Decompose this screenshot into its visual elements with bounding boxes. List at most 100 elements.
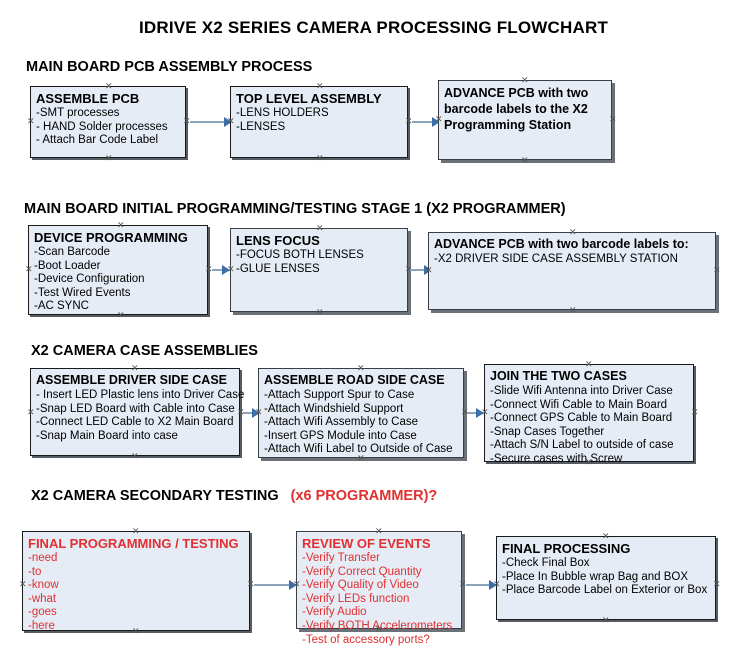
connector-review-to-final-processing: [466, 584, 492, 586]
node-assemble-pcb[interactable]: ASSEMBLE PCB -SMT processes - HAND Solde…: [30, 86, 186, 158]
connection-handle-left[interactable]: [27, 409, 34, 416]
list-item: -here: [28, 619, 55, 632]
connection-handle-right[interactable]: [247, 581, 254, 588]
connection-handle-right[interactable]: [183, 118, 190, 125]
list-item: -Connect LED Cable to X2 Main Board: [36, 416, 234, 429]
list-item: - Insert LED Plastic lens into Driver Ca…: [36, 389, 245, 401]
connection-handle-left[interactable]: [435, 116, 442, 123]
list-item: -know: [28, 579, 59, 592]
node-assemble-driver-side-case-title: ASSEMBLE DRIVER SIDE CASE: [36, 373, 228, 387]
node-assemble-driver-side-case[interactable]: ASSEMBLE DRIVER SIDE CASE - Insert LED P…: [30, 368, 245, 456]
node-final-programming-testing-list: -need -to -know -what -goes -here: [28, 552, 244, 634]
connection-handle-left[interactable]: [255, 409, 262, 416]
list-item: -what: [28, 592, 57, 605]
node-top-level-assembly-list: -LENS HOLDERS -LENSES: [236, 107, 402, 134]
section-heading-accent: (x6 PROGRAMMER)?: [290, 488, 438, 504]
connector-device-programming-to-lens-focus: [212, 269, 224, 271]
node-advance-pcb-programming-station[interactable]: ADVANCE PCB with two barcode labels to t…: [438, 80, 612, 160]
connection-handle-left[interactable]: [27, 118, 34, 125]
node-top-level-assembly-body: TOP LEVEL ASSEMBLY -LENS HOLDERS -LENSES: [231, 87, 407, 137]
list-item: - Attach Bar Code Label: [36, 134, 159, 147]
connection-handle-top[interactable]: [585, 361, 592, 368]
node-advance-pcb-driver-side-station-body: ADVANCE PCB with two barcode labels to: …: [429, 233, 715, 270]
node-lens-focus[interactable]: LENS FOCUS -FOCUS BOTH LENSES -GLUE LENS…: [230, 228, 408, 312]
connector-final-programming-to-review: [254, 584, 292, 586]
connection-handle-top[interactable]: [316, 225, 323, 232]
connection-handle-bottom[interactable]: [131, 453, 138, 460]
list-item: -AC SYNC: [34, 300, 89, 313]
list-item: -Boot Loader: [34, 259, 101, 272]
connection-handle-top[interactable]: [569, 229, 576, 236]
connection-handle-top[interactable]: [105, 83, 112, 90]
list-item: -Insert GPS Module into Case: [264, 429, 417, 442]
connection-handle-left[interactable]: [293, 581, 300, 588]
node-assemble-road-side-case-title: ASSEMBLE ROAD SIDE CASE: [264, 373, 445, 387]
node-final-processing-title: FINAL PROCESSING: [502, 541, 631, 556]
node-final-programming-testing-title: FINAL PROGRAMMING / TESTING: [28, 536, 239, 551]
connection-handle-bottom[interactable]: [602, 617, 609, 624]
node-final-programming-testing-body: FINAL PROGRAMMING / TESTING -need -to -k…: [23, 532, 249, 637]
node-final-processing[interactable]: FINAL PROCESSING -Check Final Box -Place…: [496, 536, 716, 620]
connection-handle-left[interactable]: [19, 581, 26, 588]
node-device-programming-list: -Scan Barcode -Boot Loader -Device Confi…: [34, 246, 202, 314]
connection-handle-right[interactable]: [405, 118, 412, 125]
list-item: -goes: [28, 606, 57, 619]
node-review-of-events-body: REVIEW OF EVENTS -Verify Transfer -Verif…: [297, 532, 461, 650]
connection-handle-bottom[interactable]: [316, 309, 323, 316]
connection-handle-left[interactable]: [425, 267, 432, 274]
node-device-programming[interactable]: DEVICE PROGRAMMING -Scan Barcode -Boot L…: [28, 225, 208, 315]
connection-handle-bottom[interactable]: [521, 157, 528, 164]
node-review-of-events-list: -Verify Transfer -Verify Correct Quantit…: [302, 552, 456, 647]
connection-handle-left[interactable]: [493, 581, 500, 588]
arrow-head-icon: [476, 408, 484, 418]
connection-handle-bottom[interactable]: [105, 155, 112, 162]
connection-handle-bottom[interactable]: [117, 312, 124, 319]
connection-handle-top[interactable]: [117, 222, 124, 229]
node-top-level-assembly[interactable]: TOP LEVEL ASSEMBLY -LENS HOLDERS -LENSES: [230, 86, 408, 158]
node-device-programming-body: DEVICE PROGRAMMING -Scan Barcode -Boot L…: [29, 226, 207, 317]
connection-handle-right[interactable]: [205, 266, 212, 273]
node-final-processing-body: FINAL PROCESSING -Check Final Box -Place…: [497, 537, 715, 601]
connector-assemble-pcb-to-top-level: [190, 121, 226, 123]
node-final-programming-testing[interactable]: FINAL PROGRAMMING / TESTING -need -to -k…: [22, 531, 250, 632]
connection-handle-top[interactable]: [375, 528, 382, 535]
node-review-of-events[interactable]: REVIEW OF EVENTS -Verify Transfer -Verif…: [296, 531, 462, 646]
node-lens-focus-list: -FOCUS BOTH LENSES -GLUE LENSES: [236, 249, 402, 276]
node-advance-pcb-driver-side-station[interactable]: ADVANCE PCB with two barcode labels to: …: [428, 232, 716, 310]
connection-handle-bottom[interactable]: [375, 626, 382, 633]
connection-handle-left[interactable]: [227, 118, 234, 125]
list-item: -Check Final Box: [502, 557, 590, 569]
list-item: -Device Configuration: [34, 273, 145, 286]
connection-handle-left[interactable]: [481, 409, 488, 416]
list-item: -Attach Wifi Label to Outside of Case: [264, 443, 453, 456]
connection-handle-left[interactable]: [25, 266, 32, 273]
connection-handle-top[interactable]: [521, 77, 528, 84]
connection-handle-top[interactable]: [316, 83, 323, 90]
connection-handle-bottom[interactable]: [132, 628, 139, 635]
list-item: - HAND Solder processes: [36, 120, 168, 133]
list-item: -Connect Wifi Cable to Main Board: [490, 398, 668, 411]
list-item: -Attach Wifi Assembly to Case: [264, 416, 419, 429]
connection-handle-right[interactable]: [713, 581, 720, 588]
connection-handle-right[interactable]: [459, 581, 466, 588]
connection-handle-top[interactable]: [357, 365, 364, 372]
node-join-the-two-cases[interactable]: JOIN THE TWO CASES -Slide Wifi Antenna i…: [484, 364, 694, 465]
list-item: -to: [28, 565, 42, 578]
list-item: -GLUE LENSES: [236, 262, 320, 275]
connection-handle-bottom[interactable]: [316, 155, 323, 162]
connection-handle-bottom[interactable]: [569, 307, 576, 314]
section-heading-x2-camera-case-assemblies: X2 CAMERA CASE ASSEMBLIES: [31, 343, 258, 359]
connection-handle-bottom[interactable]: [585, 459, 592, 466]
node-assemble-road-side-case-body: ASSEMBLE ROAD SIDE CASE -Attach Support …: [259, 369, 463, 460]
connection-handle-left[interactable]: [227, 266, 234, 273]
connector-lens-focus-to-advance: [410, 269, 426, 271]
connection-handle-top[interactable]: [602, 533, 609, 540]
connection-handle-top[interactable]: [132, 528, 139, 535]
connection-handle-bottom[interactable]: [357, 455, 364, 462]
connection-handle-right[interactable]: [609, 116, 616, 123]
node-device-programming-title: DEVICE PROGRAMMING: [34, 230, 188, 245]
connection-handle-right[interactable]: [691, 409, 698, 416]
connection-handle-top[interactable]: [131, 365, 138, 372]
node-assemble-road-side-case[interactable]: ASSEMBLE ROAD SIDE CASE -Attach Support …: [258, 368, 464, 458]
connection-handle-right[interactable]: [713, 267, 720, 274]
